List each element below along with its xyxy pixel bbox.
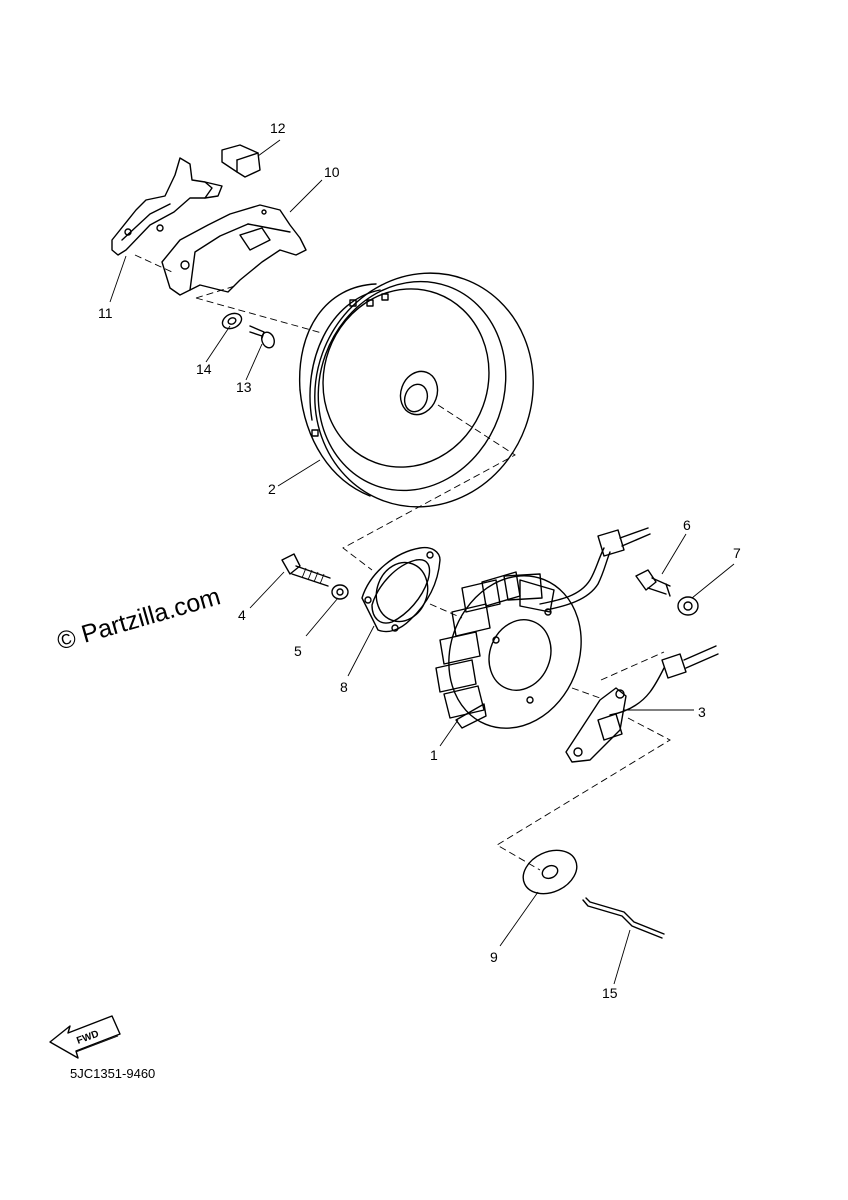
callout-12: 12 (270, 120, 286, 136)
clip-part-12[interactable] (221, 144, 261, 178)
shim-part-9[interactable] (516, 842, 584, 902)
callout-1: 1 (430, 747, 438, 763)
screw-part-6[interactable] (635, 569, 671, 597)
callout-13: 13 (236, 379, 252, 395)
callout-2: 2 (268, 481, 276, 497)
screw-part-13[interactable] (249, 325, 276, 350)
callout-3: 3 (698, 704, 706, 720)
fwd-arrow: FWD (49, 1015, 121, 1059)
cover-plate-part-10[interactable] (161, 204, 307, 296)
callout-8: 8 (340, 679, 348, 695)
key-part-15[interactable] (582, 897, 665, 939)
callout-numbers: 12 10 11 14 13 2 6 7 4 5 8 3 1 9 15 (98, 120, 741, 1001)
assembly-lines (134, 254, 671, 871)
partzilla-watermark: © Partzilla.com (54, 582, 224, 655)
washer-part-14[interactable] (220, 310, 244, 331)
washer-part-7[interactable] (677, 596, 699, 616)
rotor-part-2[interactable] (282, 242, 566, 538)
callout-6: 6 (683, 517, 691, 533)
bracket-part-11[interactable] (111, 157, 223, 256)
callout-5: 5 (294, 643, 302, 659)
stator-part-1[interactable] (426, 556, 603, 749)
stator-wire-harness (539, 527, 651, 611)
callout-9: 9 (490, 949, 498, 965)
callout-15: 15 (602, 985, 618, 1001)
bolt-part-4[interactable] (281, 553, 331, 587)
leader-lines (109, 139, 735, 985)
callout-7: 7 (733, 545, 741, 561)
callout-11: 11 (98, 305, 113, 321)
washer-part-5[interactable] (331, 584, 349, 600)
gasket-part-8[interactable] (361, 546, 441, 633)
diagram-code: 5JC1351-9460 (70, 1066, 155, 1081)
callout-10: 10 (324, 164, 340, 180)
callout-14: 14 (196, 361, 212, 377)
callout-4: 4 (238, 607, 246, 623)
pickup-coil-part-3[interactable] (565, 645, 719, 763)
